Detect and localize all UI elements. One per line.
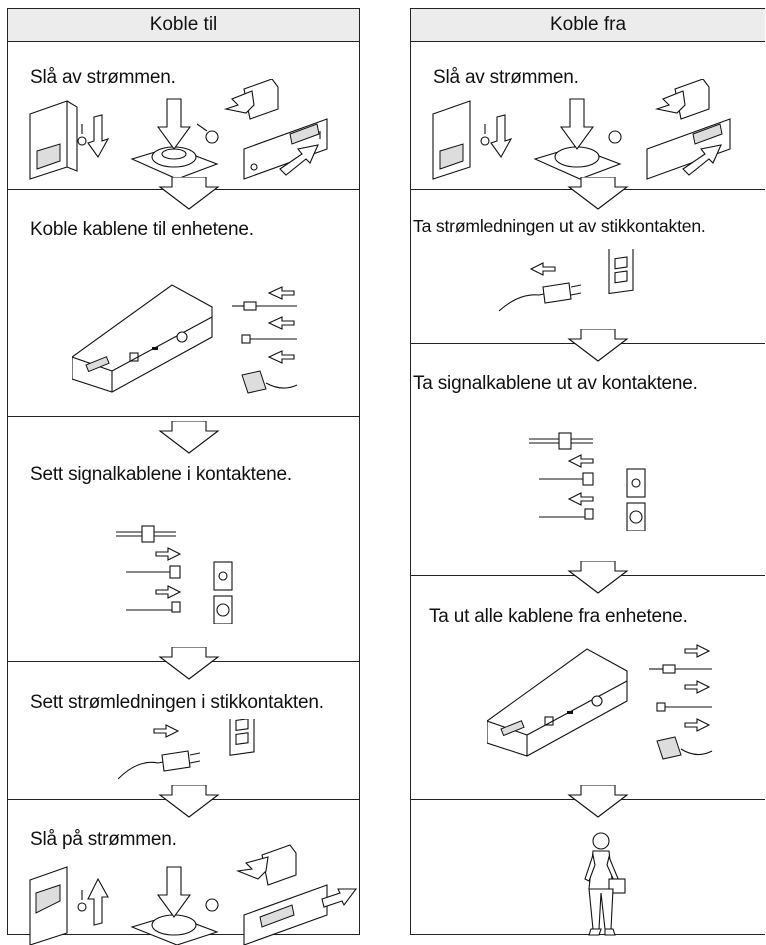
left-step-5-text: Slå på strømmen.	[30, 829, 177, 850]
left-step-1-text: Slå av strømmen.	[30, 67, 176, 88]
down-arrow-icon	[567, 177, 629, 210]
connect-cables-illustration	[72, 284, 298, 394]
right-header: Koble fra	[411, 9, 765, 42]
left-step-3-text: Sett signalkablene i kontaktene.	[30, 464, 292, 485]
right-step-3-text: Ta signalkablene ut av kontaktene.	[413, 373, 698, 394]
down-arrow-icon	[158, 647, 220, 680]
unplug-signal-cables-illustration	[529, 432, 646, 531]
right-column: Koble fra Slå av strømmen. Ta strømledni…	[410, 8, 765, 936]
power-off-illustration	[432, 79, 731, 180]
left-step-2-text: Koble kablene til enhetene.	[30, 219, 254, 240]
signal-cables-illustration	[116, 525, 233, 624]
down-arrow-icon	[567, 561, 629, 594]
right-step-1-text: Slå av strømmen.	[433, 67, 579, 88]
right-step-4-text: Ta ut alle kablene fra enhetene.	[429, 606, 688, 627]
disconnect-cables-illustration	[487, 644, 713, 760]
down-arrow-icon	[567, 785, 629, 818]
right-step-2-text: Ta strømledningen ut av stikkontakten.	[413, 216, 706, 236]
power-off-illustration	[29, 79, 328, 180]
down-arrow-icon	[158, 785, 220, 818]
left-column: Koble til Slå av strømmen. Koble kablene…	[7, 8, 360, 945]
left-header: Koble til	[8, 9, 359, 42]
down-arrow-icon	[567, 329, 629, 362]
unplug-power-cord-illustration	[499, 249, 634, 312]
down-arrow-icon	[158, 421, 220, 454]
power-cord-illustration	[118, 719, 255, 780]
power-on-illustration	[29, 844, 357, 945]
down-arrow-icon	[158, 177, 220, 210]
left-divider-2	[8, 416, 359, 417]
person-walking-icon	[584, 832, 626, 936]
left-step-4-text: Sett strømledningen i stikkontakten.	[30, 692, 324, 713]
